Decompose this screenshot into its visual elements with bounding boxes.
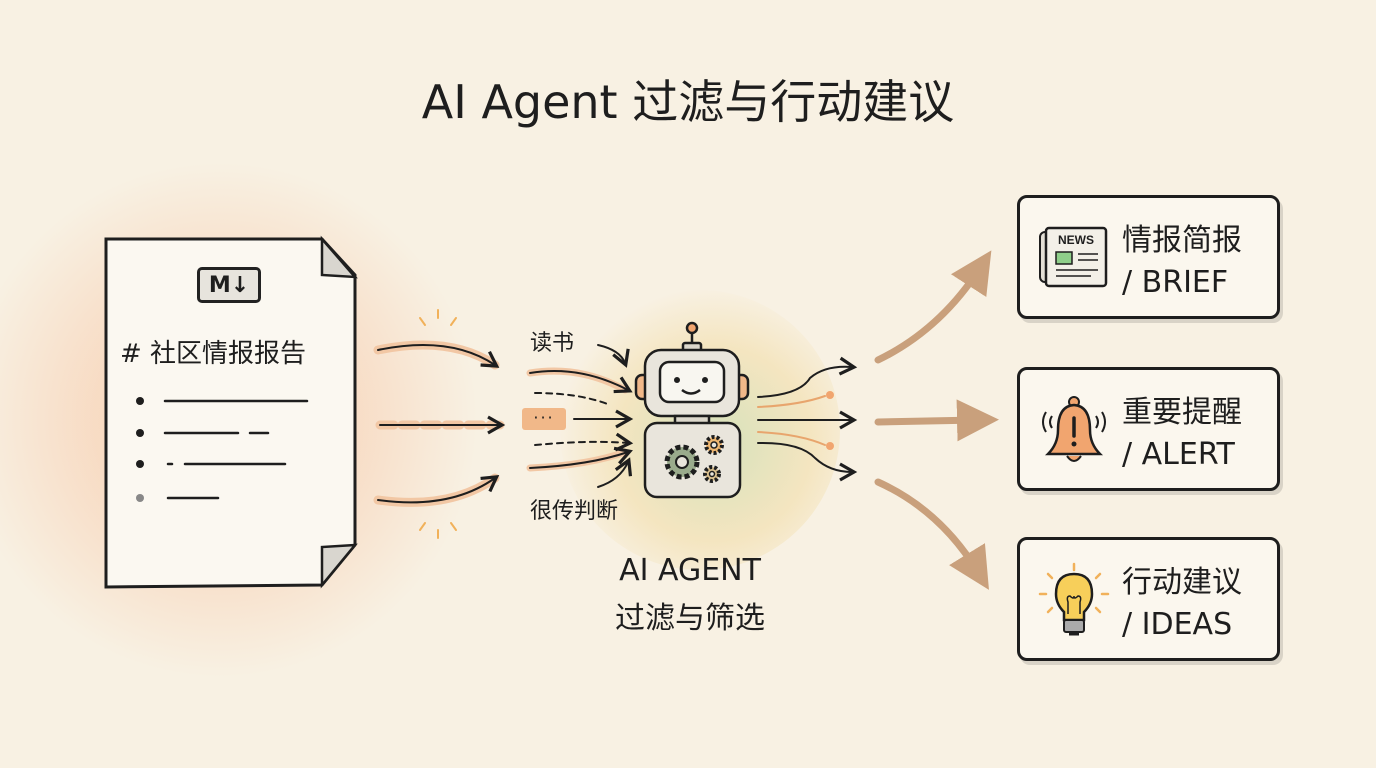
output-subtitle: / BRIEF — [1122, 265, 1229, 300]
output-card-alert: 重要提醒 / ALERT — [1017, 367, 1280, 491]
robot-input-arrow — [529, 446, 633, 469]
robot-output-arrow — [757, 441, 858, 482]
input-label-top: 读书 — [530, 331, 575, 356]
output-title: 情报简报 — [1122, 223, 1242, 258]
output-card-ideas: 行动建议 / IDEAS — [1017, 537, 1280, 661]
agent-sublabel: 过滤与筛选 — [615, 601, 765, 636]
input-label-bottom: 很传判断 — [530, 499, 619, 524]
arrow-to-ideas — [874, 478, 989, 590]
output-title: 行动建议 — [1122, 565, 1242, 600]
markdown-document — [104, 235, 358, 589]
output-title: 重要提醒 — [1122, 395, 1242, 430]
input-arrow-bottom — [373, 473, 500, 507]
newspaper-icon: NEWS — [1039, 226, 1108, 288]
robot-output-arrow — [757, 356, 858, 398]
folded-corner-bottom — [320, 543, 358, 589]
ellipsis-box: ··· — [522, 408, 566, 430]
input-arrow-top — [373, 340, 500, 370]
markdown-badge: M↓ — [197, 267, 261, 303]
lightbulb-icon — [1038, 562, 1110, 636]
output-subtitle: / IDEAS — [1122, 607, 1233, 642]
page-title: AI Agent 过滤与行动建议 — [421, 75, 955, 129]
arrow-to-alert — [874, 399, 999, 442]
output-subtitle: / ALERT — [1122, 437, 1235, 472]
svg-text:NEWS: NEWS — [1058, 233, 1094, 247]
robot-icon — [634, 321, 750, 499]
sparkle-marks — [419, 309, 457, 539]
arrow-to-brief — [874, 250, 992, 364]
folded-corner-top — [320, 235, 358, 279]
robot-input-arrow — [529, 370, 633, 394]
bell-alert-icon — [1042, 396, 1106, 462]
output-card-brief: NEWS 情报简报 / BRIEF — [1017, 195, 1280, 319]
agent-label: AI AGENT — [619, 553, 761, 588]
document-heading: # 社区情报报告 — [120, 339, 307, 369]
